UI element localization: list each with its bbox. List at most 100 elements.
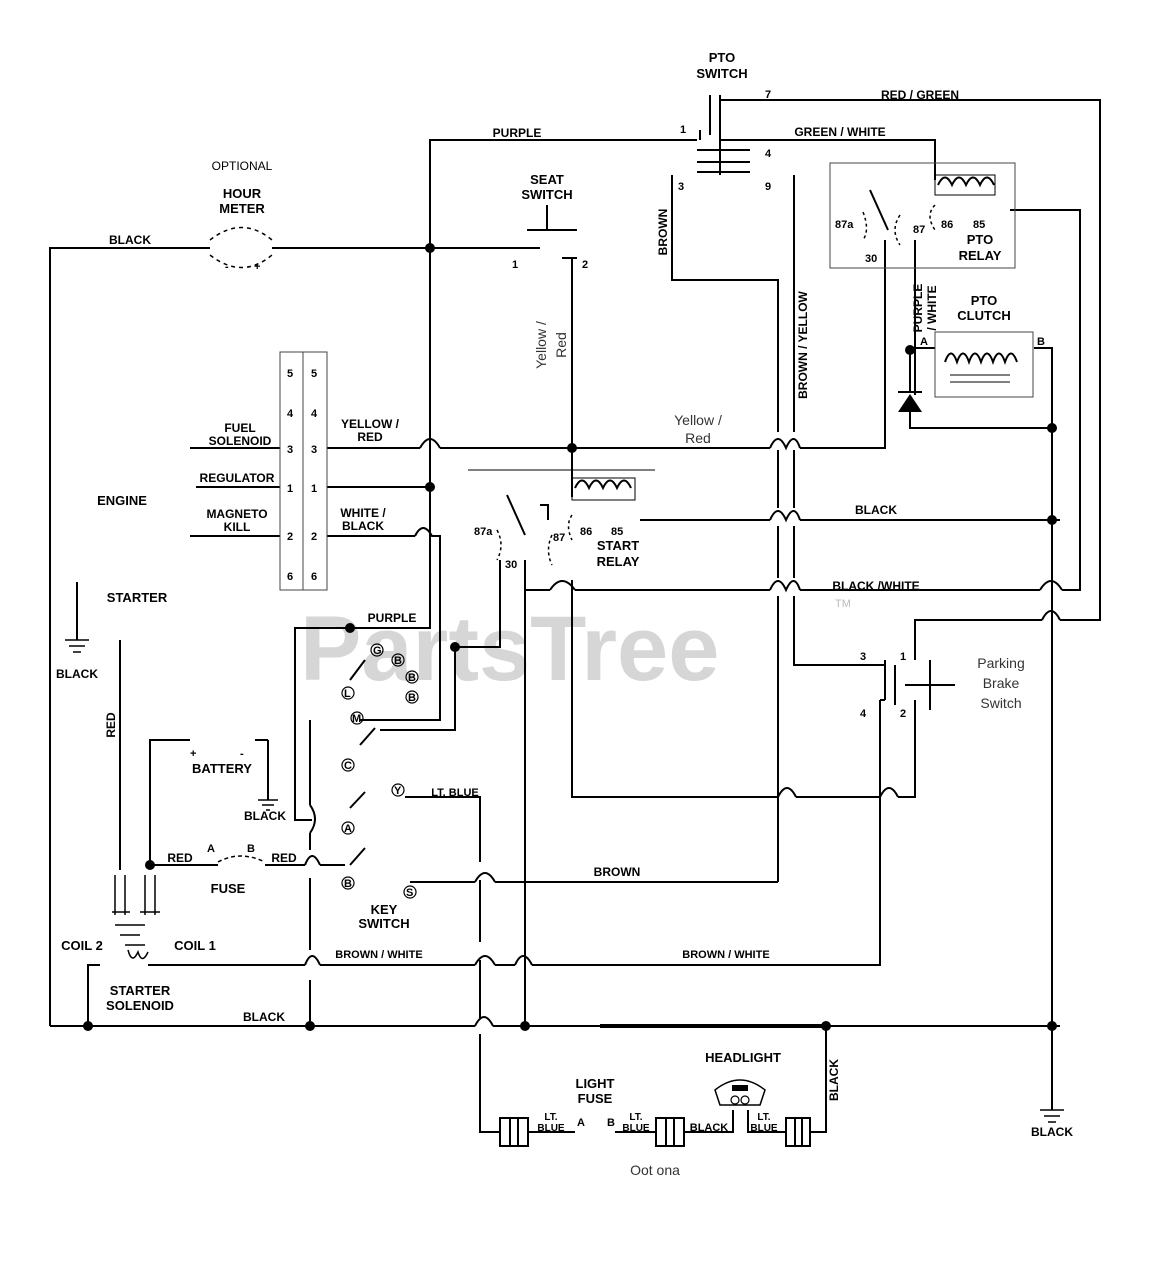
conn-left-pin: 2 bbox=[287, 531, 293, 543]
connector-b bbox=[655, 1117, 685, 1147]
wire-label-white-black-1: WHITE / bbox=[340, 506, 386, 520]
start-relay-coil bbox=[574, 479, 632, 491]
hop-7 bbox=[1041, 610, 1061, 621]
starter-ground-symbol bbox=[65, 639, 89, 653]
start-relay-contact bbox=[540, 504, 549, 520]
wire-red-starter bbox=[119, 640, 180, 870]
conn-left-pin: 3 bbox=[287, 444, 293, 456]
pto-pin-3: 3 bbox=[678, 181, 684, 193]
connector-c-detail bbox=[794, 1118, 803, 1146]
wire-yellow-red-lower bbox=[571, 580, 778, 798]
junction-dot bbox=[345, 623, 355, 633]
parking-brake-label-2: Brake bbox=[983, 675, 1020, 691]
wire-label-brown-white-a: BROWN / WHITE bbox=[335, 949, 422, 961]
wire-label-lt-blue-c-2: BLUE bbox=[750, 1123, 778, 1134]
coil-2-label: COIL 2 bbox=[61, 938, 103, 953]
starter-solenoid-body bbox=[112, 911, 160, 946]
battery-plus: + bbox=[190, 748, 196, 760]
ground-symbol-right bbox=[1040, 1109, 1064, 1123]
pto-clutch-pin-a: A bbox=[920, 336, 928, 348]
wire-label-yellow-red-mid-1: Yellow / bbox=[674, 412, 722, 428]
headlight-bulb bbox=[732, 1085, 748, 1091]
pto-relay-coil-frame bbox=[934, 174, 996, 196]
wire-label-brown-vertical: BROWN bbox=[656, 209, 670, 256]
pto-clutch-coil bbox=[944, 352, 1018, 366]
pto-switch-label-2: SWITCH bbox=[696, 66, 747, 81]
seat-switch-actuator bbox=[527, 205, 577, 231]
battery-minus: - bbox=[240, 748, 244, 760]
hour-meter-label-2: METER bbox=[219, 201, 265, 216]
light-fuse-pin-b: B bbox=[607, 1117, 615, 1129]
seat-switch-label-1: SEAT bbox=[530, 172, 564, 187]
hop-12 bbox=[304, 955, 321, 966]
wire-coil2 bbox=[87, 964, 100, 1026]
wire-label-purple: PURPLE bbox=[493, 126, 542, 140]
pto-pin-4: 4 bbox=[765, 148, 772, 160]
hour-meter-label-1: HOUR bbox=[223, 186, 262, 201]
pto-switch-label-1: PTO bbox=[709, 50, 736, 65]
starter-battery: STARTER + - BATTERY A B FUSE COIL 2 COIL… bbox=[61, 590, 278, 1013]
start-relay-pin-85: 85 bbox=[611, 526, 623, 538]
wire-label-green-white: GREEN / WHITE bbox=[794, 125, 885, 139]
hop-3 bbox=[769, 510, 801, 523]
wire-start-relay-30 bbox=[455, 560, 501, 648]
key-pin-g: G bbox=[373, 645, 382, 657]
key-switch-label-1: KEY bbox=[371, 902, 398, 917]
key-pin-c: C bbox=[344, 760, 352, 772]
connector-a bbox=[499, 1117, 529, 1147]
pto-clutch-pin-b: B bbox=[1037, 336, 1045, 348]
fuel-solenoid-label-2: SOLENOID bbox=[209, 434, 272, 448]
wires bbox=[49, 99, 1101, 1133]
wire-purple-white bbox=[909, 240, 1052, 429]
fuse-label: FUSE bbox=[211, 881, 246, 896]
hour-meter-plus: + bbox=[254, 261, 260, 273]
headlight-label: HEADLIGHT bbox=[705, 1050, 781, 1065]
hop-14 bbox=[514, 955, 533, 966]
start-relay-pin-86: 86 bbox=[580, 526, 592, 538]
watermark-partstree: PartsTree bbox=[300, 598, 719, 700]
connector-c bbox=[785, 1117, 811, 1147]
conn-left-pin: 1 bbox=[287, 483, 293, 495]
parking-brake-switch: 1 2 3 4 Parking Brake Switch bbox=[860, 651, 1025, 720]
wire-label-red-a: RED bbox=[167, 851, 193, 865]
hour-meter-minus: - bbox=[225, 261, 229, 273]
start-relay-label-1: START bbox=[597, 538, 639, 553]
conn-right-pin: 1 bbox=[311, 483, 317, 495]
wire-label-red-vertical: RED bbox=[104, 712, 118, 738]
wire-label-lt-blue-b-1: LT. bbox=[629, 1112, 642, 1123]
engine-connector-left bbox=[279, 351, 304, 591]
conn-left-pin: 4 bbox=[287, 408, 294, 420]
junction-dot bbox=[1047, 1021, 1057, 1031]
key-pin-m: M bbox=[352, 713, 361, 725]
pto-relay-pin-87: 87 bbox=[913, 224, 925, 236]
pto-relay-label-1: PTO bbox=[967, 232, 994, 247]
pto-relay-box bbox=[829, 162, 1016, 269]
engine-label: ENGINE bbox=[97, 493, 147, 508]
park-pin-1: 1 bbox=[900, 651, 906, 663]
pto-relay-pin-85: 85 bbox=[973, 219, 985, 231]
seat-switch-contacts bbox=[525, 247, 577, 259]
seat-switch-label-2: SWITCH bbox=[521, 187, 572, 202]
wire-yellow-red-h bbox=[327, 240, 886, 449]
wire-black-headlight bbox=[684, 1110, 734, 1133]
watermark-tm: TM bbox=[835, 598, 851, 610]
light-fuse-label-2: FUSE bbox=[578, 1091, 613, 1106]
conn-right-pin: 6 bbox=[311, 571, 317, 583]
optional-bottom-label: Oot ona bbox=[630, 1162, 680, 1178]
pto-clutch-box bbox=[934, 331, 1034, 398]
starter-label: STARTER bbox=[107, 590, 168, 605]
hop-16 bbox=[309, 804, 316, 834]
pto-clutch-core bbox=[950, 374, 1010, 383]
hour-meter: OPTIONAL HOUR METER - + bbox=[209, 159, 273, 273]
wire-white-black bbox=[327, 527, 441, 721]
wire-label-black-white: BLACK /WHITE bbox=[832, 579, 919, 593]
wire-label-yellow-red-mid-2: Red bbox=[685, 430, 711, 446]
starter-solenoid-coil bbox=[127, 949, 149, 960]
start-relay-contacts bbox=[496, 514, 573, 566]
coil-1-label: COIL 1 bbox=[174, 938, 216, 953]
wire-red-green bbox=[750, 99, 1101, 621]
wire-label-brown-yellow: BROWN / YELLOW bbox=[796, 290, 810, 398]
key-pin-s: S bbox=[406, 887, 413, 899]
pto-switch: PTO SWITCH 1 7 4 3 9 bbox=[678, 50, 772, 193]
